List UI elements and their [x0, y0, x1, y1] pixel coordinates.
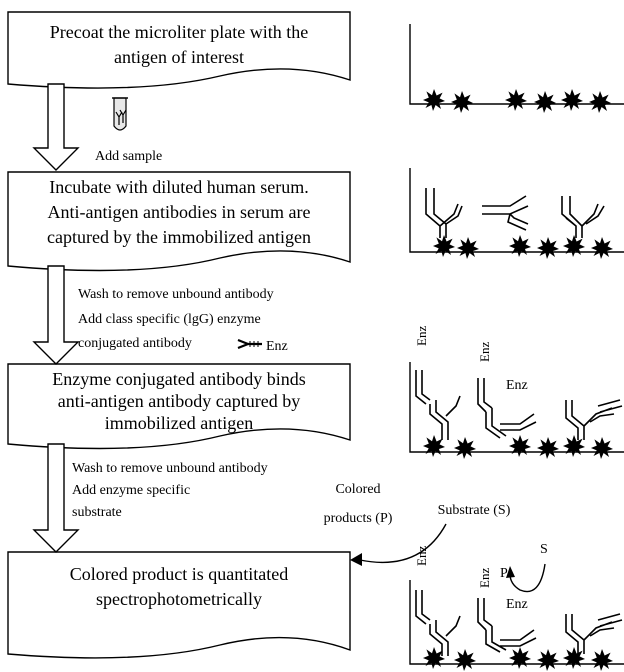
substrate-label: Substrate (S) — [438, 503, 511, 518]
wash-label-1: Wash to remove unbound antibody — [78, 287, 274, 302]
well-panel-2 — [409, 168, 624, 259]
step-4-line-1: Colored product is quantitated — [70, 564, 288, 584]
enz-legend-label: Enz — [266, 339, 288, 354]
conjugated-antibody-4 — [415, 590, 461, 656]
primary-antibody-free — [482, 195, 529, 231]
colored-label: Colored — [335, 482, 380, 497]
conjugated-antibody-5 — [477, 598, 537, 653]
add-substrate-label-1: Add enzyme specific — [72, 483, 190, 498]
step-2-line-3: captured by the immobilized antigen — [47, 227, 311, 247]
step-3-line-1: Enzyme conjugated antibody binds — [52, 369, 305, 389]
enz-label-3: Enz — [506, 378, 528, 393]
wash-label-2: Wash to remove unbound antibody — [72, 461, 268, 476]
step-4-line-2: spectrophotometrically — [96, 589, 262, 609]
product-p-label: P — [500, 566, 508, 581]
step-1-line-2: antigen of interest — [114, 47, 244, 67]
sample-tube-icon — [112, 97, 128, 131]
colored-products-label: products (P) — [324, 511, 393, 526]
add-conjugate-label-1: Add class specific (lgG) enzyme — [78, 312, 261, 327]
enz-label-6: Enz — [506, 597, 528, 612]
step-2-line-2: Anti-antigen antibodies in serum are — [48, 202, 311, 222]
step-3-line-3: immobilized antigen — [105, 413, 253, 433]
step-box-2: Incubate with diluted human serum. Anti-… — [7, 171, 351, 272]
step-box-1: Precoat the microliter plate with the an… — [7, 11, 351, 89]
hollow-arrow-1 — [32, 83, 80, 171]
well-panel-4: Enz Enz Enz P S — [409, 542, 624, 671]
enzyme-conversion-curve — [509, 563, 546, 593]
enzyme-conjugate-legend-icon — [237, 338, 262, 350]
step-3-line-2: anti-antigen antibody captured by — [58, 391, 300, 411]
add-conjugate-label-2: conjugated antibody — [78, 336, 192, 351]
hollow-arrow-3 — [32, 443, 80, 553]
conjugated-antibody-3 — [565, 399, 623, 440]
primary-antibody-1 — [425, 188, 463, 238]
step-box-4: Colored product is quantitated spectroph… — [7, 551, 351, 659]
conversion-arrowhead — [506, 566, 515, 578]
enz-label-vertical-1: Enz — [414, 326, 429, 346]
add-sample-label: Add sample — [95, 149, 162, 164]
conjugated-antibody-1 — [415, 370, 461, 440]
reaction-arrowhead — [350, 553, 362, 566]
well-panel-3: Enz Enz Enz — [409, 326, 624, 459]
conjugated-antibody-2 — [477, 378, 537, 439]
step-1-line-1: Precoat the microliter plate with the — [50, 22, 308, 42]
hollow-arrow-2 — [32, 265, 80, 365]
primary-antibody-2 — [561, 196, 605, 238]
reaction-curve — [359, 523, 447, 564]
step-box-3: Enzyme conjugated antibody binds anti-an… — [7, 363, 351, 450]
enz-label-vertical-5: Enz — [477, 568, 492, 588]
substrate-s-label: S — [540, 542, 548, 557]
step-2-line-1: Incubate with diluted human serum. — [49, 177, 308, 197]
enz-label-vertical-4: Enz — [414, 546, 429, 566]
add-substrate-label-2: substrate — [72, 505, 122, 520]
well-panel-1 — [409, 24, 624, 113]
enz-label-vertical-2: Enz — [477, 342, 492, 362]
conjugated-antibody-6 — [565, 613, 623, 654]
